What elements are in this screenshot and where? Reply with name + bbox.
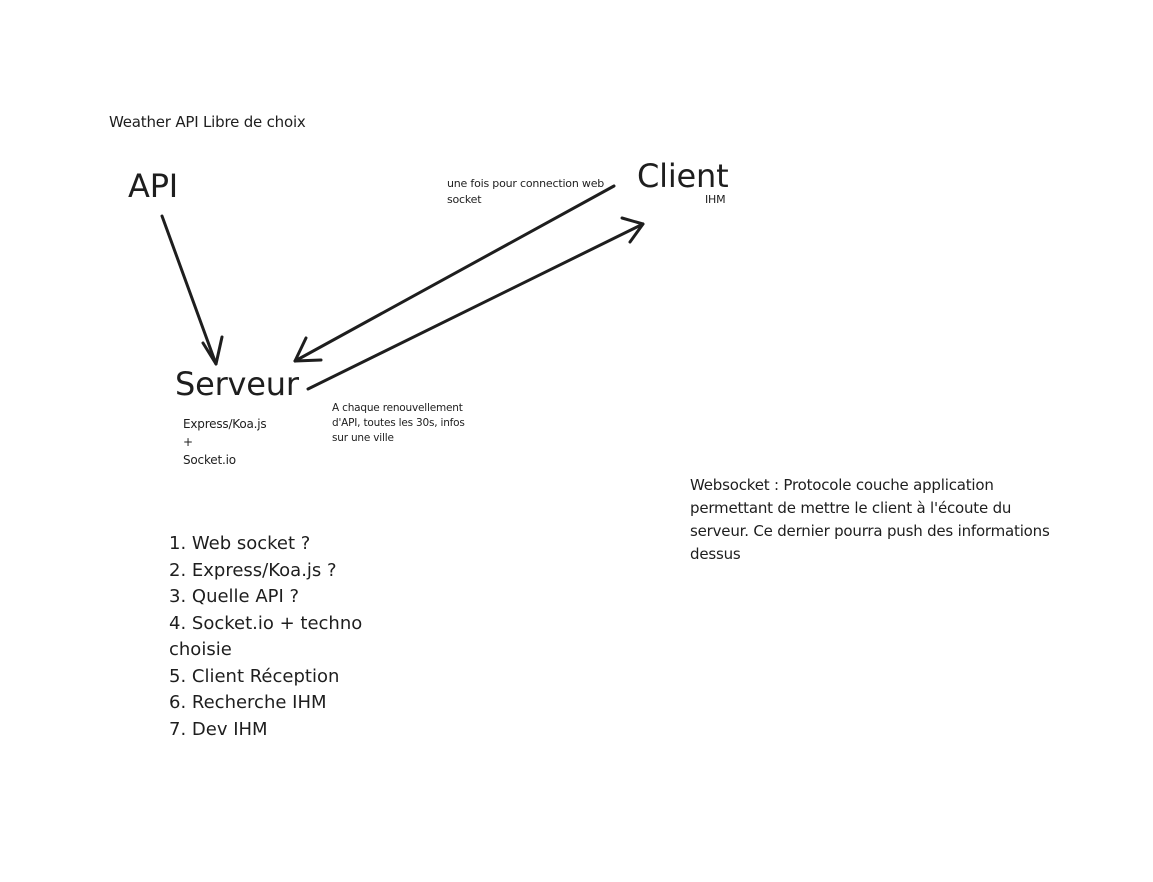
api-node-title: API xyxy=(128,167,179,205)
websocket-definition: Websocket : Protocole couche application… xyxy=(690,476,1050,563)
arrow-client-to-server xyxy=(293,184,616,363)
steps-list: 1. Web socket ? 2. Express/Koa.js ? 3. Q… xyxy=(169,531,369,743)
step-item: 2. Express/Koa.js ? xyxy=(169,559,337,581)
step-item: 5. Client Réception xyxy=(169,665,340,687)
client-to-server-edge-label: une fois pour connection web socket xyxy=(447,177,605,206)
step-item: 7. Dev IHM xyxy=(169,718,268,740)
step-item: 1. Web socket ? xyxy=(169,533,311,554)
client-node-title: Client xyxy=(637,157,729,195)
arrow-server-to-client xyxy=(306,216,645,391)
step-item: 3. Quelle API ? xyxy=(169,586,300,607)
server-node-title: Serveur xyxy=(175,365,299,403)
client-node-subtitle: IHM xyxy=(705,193,726,206)
api-note: Weather API Libre de choix xyxy=(109,113,306,131)
arrow-api-to-server xyxy=(160,214,224,366)
step-item: 4. Socket.io + techno choisie xyxy=(169,612,363,661)
step-item: 6. Recherche IHM xyxy=(169,692,327,713)
server-to-client-edge-label: A chaque renouvellement d'API, toutes le… xyxy=(332,402,465,444)
server-stack-label: Express/Koa.js + Socket.io xyxy=(183,417,267,467)
